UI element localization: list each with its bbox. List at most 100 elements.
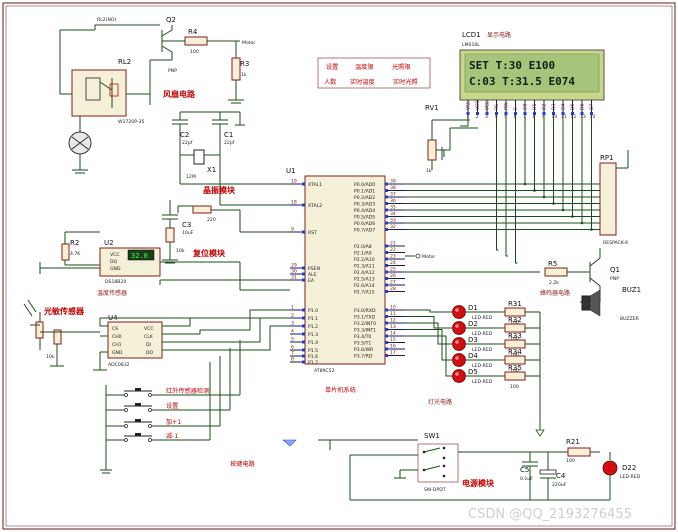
lcd-pin-marker — [533, 112, 536, 115]
mcu-chip: U1 AT89C52 19XTAL118XTAL29RST29PSEN30ALE… — [286, 167, 600, 394]
led-resistor-ref: R35 — [508, 364, 522, 372]
led-part: LED-RED — [472, 347, 493, 353]
mcu-pin-marker — [385, 270, 388, 274]
mcu-right-pin-number: 12 — [390, 318, 396, 324]
led-wire — [405, 335, 452, 377]
sw1-switch[interactable] — [417, 443, 459, 483]
menu-people: 人数 — [324, 78, 337, 86]
lcd-pin-number: 12 — [571, 114, 577, 120]
mcu-right-pin-name: P3.7/RD — [354, 353, 373, 359]
key-button-4[interactable] — [135, 433, 141, 436]
mcu-right-pin-number: 38 — [390, 185, 396, 191]
mcu-pin-marker — [302, 332, 305, 336]
led-ref: D4 — [468, 352, 478, 360]
key-button-2[interactable] — [135, 403, 141, 406]
mcu-pin-marker — [385, 277, 388, 280]
menu-setting: 设置 — [326, 63, 338, 71]
led-resistor — [504, 355, 526, 365]
lcd-control-wire — [496, 115, 499, 251]
mcu-system-label: 单片机系统 — [325, 386, 356, 394]
u4-clk: CLK — [144, 334, 154, 340]
mcu-pin-marker — [302, 354, 305, 358]
lcd-pin-marker — [542, 112, 546, 115]
key-button-1[interactable] — [135, 388, 141, 391]
r21-value: 100 — [566, 458, 575, 464]
lcd-pin-name: D3 — [551, 103, 557, 110]
lamp-circuit: D1LED-REDR31100D2LED-REDR32100D3LED-REDR… — [405, 300, 541, 420]
mcu-pin-marker — [302, 278, 305, 282]
lcd-vss-wire — [460, 115, 469, 127]
r5-ref: R5 — [548, 260, 557, 268]
led-ref: D2 — [468, 320, 478, 328]
display-circuit-label: 显示电路 — [487, 31, 511, 39]
mcu-right-pin-number: 10 — [390, 305, 396, 311]
temp-sensor: R2 4.7K U2 VCC DQ GND 32.0 DS18B20 温度传感器 — [39, 231, 290, 297]
mcu-pin-marker — [385, 347, 388, 351]
lcd-display: LCD1 显示电路 LM016L SET T:30 E100 C:03 T:31… — [459, 31, 605, 120]
temp-sensor-label: 温度传感器 — [97, 289, 127, 297]
r3-resistor — [231, 57, 241, 81]
mcu-left-pin-name: P1.1 — [308, 316, 318, 322]
mcu-right-pin-name: P3.5/T1 — [354, 340, 371, 346]
x1-value: 12M — [186, 174, 196, 180]
mcu-pin-marker — [385, 321, 388, 325]
lcd-pin-number: 13 — [580, 114, 586, 120]
u4-ch1: CH1 — [112, 342, 122, 348]
crystal-module-label: 晶振模块 — [203, 185, 236, 195]
led-resistor-ref: R34 — [508, 348, 522, 356]
reset-module-label: 复位模块 — [192, 248, 226, 258]
mcu-pin-marker — [385, 315, 388, 318]
mcu-left-pin-name: P1.0 — [308, 308, 318, 314]
c5-value: 0.1uF — [520, 476, 533, 482]
mcu-left-pin-number: 1 — [291, 305, 294, 311]
lcd-control-wire — [515, 115, 518, 264]
mcu-right-pin-number: 13 — [390, 324, 396, 330]
mcu-right-pin-number: 23 — [390, 254, 396, 260]
mcu-right-pin-name: P2.6/A14 — [354, 283, 375, 289]
rl2-ref: RL2 — [118, 58, 131, 66]
key-label-2: 设置 — [166, 402, 178, 410]
r3-value: 1k — [241, 72, 247, 78]
q2-type: PNP — [168, 68, 177, 74]
mcu-right-pin-name: P2.4/A12 — [354, 270, 375, 276]
key-contact — [148, 393, 152, 397]
lcd-pin-name: D6 — [580, 103, 586, 110]
mcu-right-pin-number: 25 — [390, 267, 396, 273]
r2-resistor — [61, 243, 70, 261]
mcu-right-pin-name: P3.3/INT1 — [354, 327, 376, 333]
sheet-border-inner — [5, 5, 673, 527]
mcu-right-pin-number: 17 — [390, 350, 396, 356]
d22-part: LED-RED — [620, 474, 641, 480]
mcu-pin-marker — [385, 264, 388, 267]
mcu-pin-marker — [302, 340, 305, 344]
mcu-right-pin-number: 32 — [390, 224, 396, 230]
mcu-left-pin-number: 4 — [291, 329, 294, 335]
led-resistor-value: 100 — [510, 368, 519, 374]
key-button-3[interactable] — [135, 419, 141, 422]
mcu-right-pin-number: 27 — [390, 280, 396, 286]
mcu-pin-marker — [385, 202, 388, 205]
mcu-left-pin-name: ALE — [308, 272, 317, 278]
mcu-right-pin-name: P0.4/AD4 — [354, 208, 375, 214]
mcu-right-pin-number: 39 — [390, 179, 396, 185]
lcd-pin-marker — [552, 112, 555, 115]
rv1-value: 1k — [426, 168, 432, 174]
rp1-part: RESPACK-8 — [603, 240, 628, 246]
rl2-net-label: RL2(NO) — [97, 17, 117, 23]
lcd-pin-marker — [580, 112, 584, 115]
buz1-part: BUZZER — [620, 316, 640, 322]
mcu-body — [304, 175, 386, 365]
led-wire — [405, 322, 452, 345]
fan-circuit-label: 风扇电路 — [163, 89, 196, 99]
mcu-pin-marker — [385, 228, 388, 231]
mcu-right-pin-name: P0.1/AD1 — [354, 188, 375, 194]
buz1-ref: BUZ1 — [622, 286, 641, 294]
mcu-right-pin-name: P2.3/A11 — [354, 263, 375, 269]
mcu-left-pin-number: 31 — [291, 275, 297, 281]
mcu-right-pin-number: 36 — [390, 198, 396, 204]
led-ref: D1 — [468, 304, 478, 312]
mcu-pin-marker — [385, 257, 388, 261]
mcu-pin-marker — [385, 189, 388, 192]
mcu-pin-marker — [385, 290, 388, 293]
